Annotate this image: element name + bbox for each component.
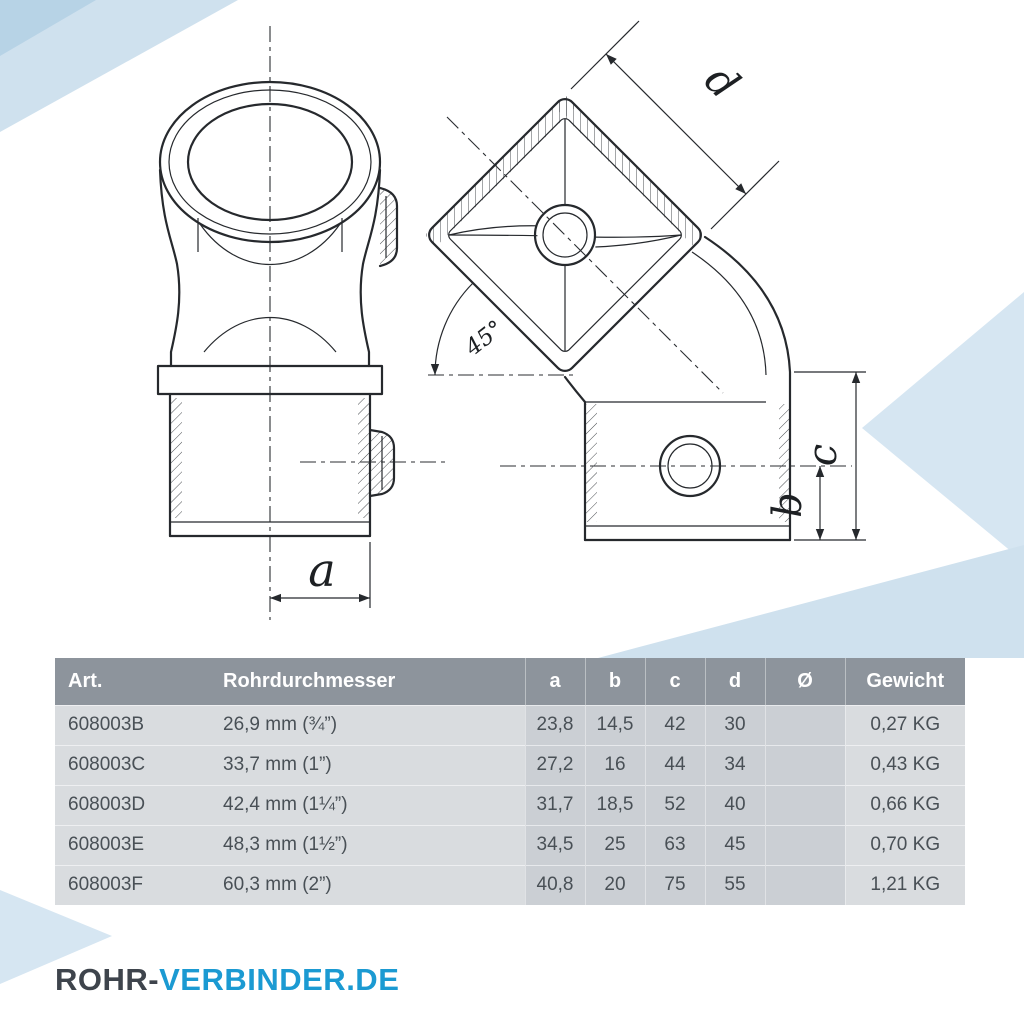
- cell-gewicht: 0,43 KG: [844, 745, 965, 785]
- cell-rohrdurchmesser: 42,4 mm (1¼”): [210, 785, 525, 825]
- table-header-row: Art. Rohrdurchmesser a b c d Ø Gewicht: [55, 658, 965, 705]
- cell-d: 34: [704, 745, 765, 785]
- center-lines: [269, 26, 852, 620]
- cell-diameter: [764, 705, 845, 745]
- column-header-d: d: [704, 658, 765, 705]
- technical-drawing: a d c b 45°: [156, 20, 866, 620]
- brand-logo-part2: VERBINDER.DE: [159, 962, 400, 997]
- column-header-art: Art.: [55, 658, 210, 705]
- cell-art: 608003E: [55, 825, 210, 865]
- cell-gewicht: 1,21 KG: [844, 865, 965, 905]
- dim-label-a: a: [308, 543, 335, 597]
- cell-rohrdurchmesser: 26,9 mm (¾”): [210, 705, 525, 745]
- cell-a: 34,5: [524, 825, 585, 865]
- front-view: [156, 80, 399, 538]
- cell-a: 40,8: [524, 865, 585, 905]
- decor-triangle-right: [862, 292, 1024, 562]
- column-header-gewicht: Gewicht: [844, 658, 965, 705]
- cell-b: 18,5: [584, 785, 645, 825]
- brand-logo-part1: ROHR-: [55, 962, 160, 997]
- cell-a: 31,7: [524, 785, 585, 825]
- cell-diameter: [764, 825, 845, 865]
- cell-b: 25: [584, 825, 645, 865]
- decor-triangle-bottom-left: [0, 890, 112, 984]
- cell-b: 14,5: [584, 705, 645, 745]
- cell-art: 608003F: [55, 865, 210, 905]
- cell-b: 16: [584, 745, 645, 785]
- cell-gewicht: 0,27 KG: [844, 705, 965, 745]
- cell-rohrdurchmesser: 60,3 mm (2”): [210, 865, 525, 905]
- cell-a: 27,2: [524, 745, 585, 785]
- column-header-c: c: [644, 658, 705, 705]
- cell-c: 75: [644, 865, 705, 905]
- column-header-diameter: Ø: [764, 658, 845, 705]
- cell-c: 52: [644, 785, 705, 825]
- cell-a: 23,8: [524, 705, 585, 745]
- cell-art: 608003C: [55, 745, 210, 785]
- cell-d: 40: [704, 785, 765, 825]
- cell-gewicht: 0,66 KG: [844, 785, 965, 825]
- cell-d: 55: [704, 865, 765, 905]
- cell-c: 42: [644, 705, 705, 745]
- cell-c: 44: [644, 745, 705, 785]
- decor-band-above-table: [598, 545, 1024, 658]
- brand-logo: ROHR-VERBINDER.DE: [55, 962, 399, 998]
- column-header-b: b: [584, 658, 645, 705]
- cell-d: 30: [704, 705, 765, 745]
- cell-rohrdurchmesser: 48,3 mm (1½”): [210, 825, 525, 865]
- cell-diameter: [764, 745, 845, 785]
- product-spec-table: Art. Rohrdurchmesser a b c d Ø Gewicht 6…: [55, 658, 965, 905]
- dim-label-c: c: [800, 444, 846, 466]
- column-header-rohrdurchmesser: Rohrdurchmesser: [210, 658, 525, 705]
- side-view: [424, 94, 792, 542]
- cell-b: 20: [584, 865, 645, 905]
- decor-triangle-top-left-light: [0, 0, 238, 132]
- dim-label-b: b: [765, 492, 811, 518]
- decor-triangle-top-left-dark: [0, 0, 96, 56]
- dim-label-d: d: [695, 55, 749, 109]
- angle-label-45: 45°: [460, 316, 509, 362]
- cell-diameter: [764, 785, 845, 825]
- cell-diameter: [764, 865, 845, 905]
- cell-art: 608003D: [55, 785, 210, 825]
- cell-art: 608003B: [55, 705, 210, 745]
- cell-c: 63: [644, 825, 705, 865]
- cell-rohrdurchmesser: 33,7 mm (1”): [210, 745, 525, 785]
- cell-gewicht: 0,70 KG: [844, 825, 965, 865]
- cell-d: 45: [704, 825, 765, 865]
- column-header-a: a: [524, 658, 585, 705]
